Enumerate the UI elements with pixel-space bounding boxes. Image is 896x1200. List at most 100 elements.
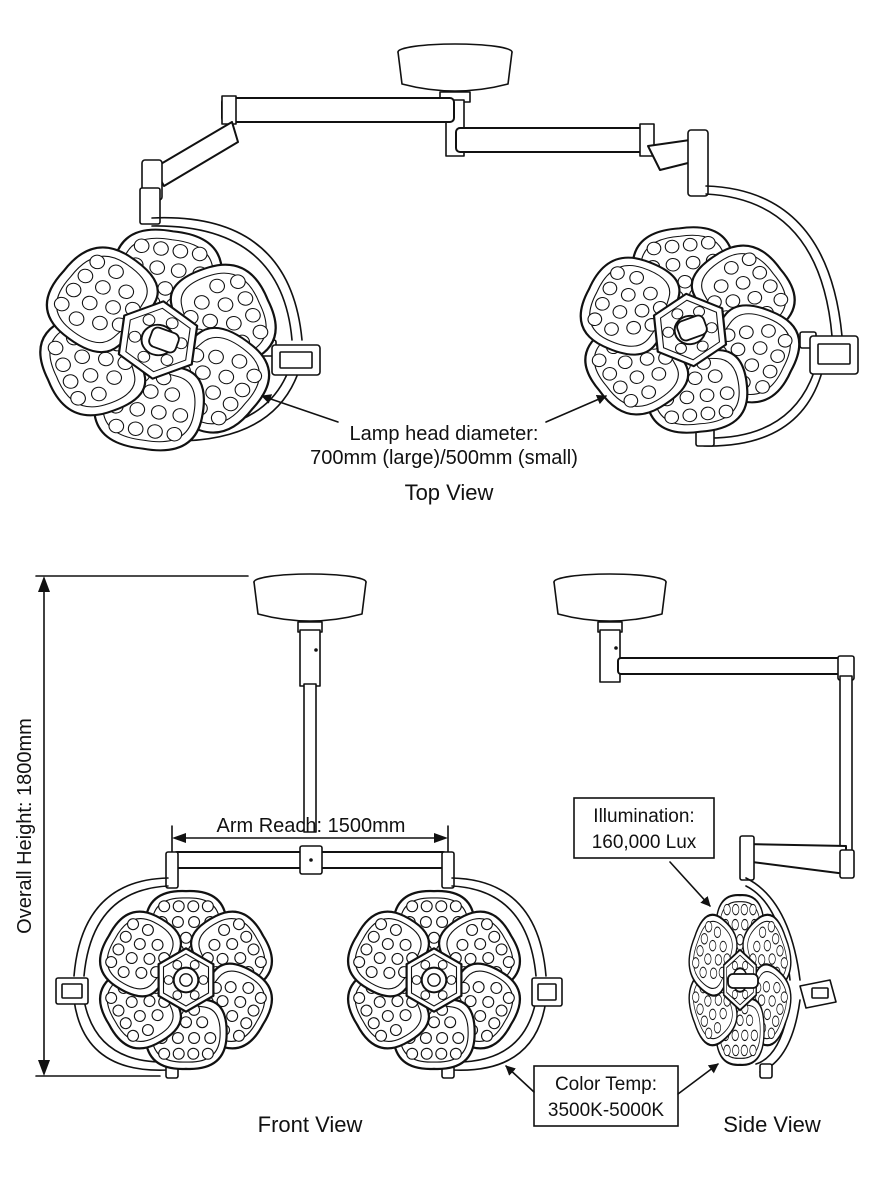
top-view: Lamp head diameter: 700mm (large)/500mm … [39,43,859,505]
color-temp-label-line1: Color Temp: [555,1074,657,1095]
led-dot [456,938,469,951]
color-temp-arrow-left [505,1065,535,1093]
led-dot [435,1047,448,1060]
led-dot [685,255,701,270]
side-ceiling-mount [553,573,667,683]
led-dot [682,408,698,423]
led-dot [127,421,144,437]
led-dot [158,900,171,913]
top-right-handle-box [799,331,859,375]
led-dot [723,1044,731,1057]
led-dot [92,315,108,331]
top-upper-arm [221,95,655,157]
led-dot [692,957,700,969]
front-view-caption: Front View [258,1112,363,1137]
led-dot [187,900,200,913]
led-dot [127,1029,140,1042]
top-ceiling-mount [397,43,513,157]
led-dot [240,930,253,943]
led-dot [217,297,234,312]
led-dot [65,282,82,298]
color-temp-arrow-right [677,1063,719,1095]
led-dot [761,324,776,338]
led-dot [772,933,780,945]
led-dot [719,1007,727,1020]
led-dot [679,390,695,405]
led-dot [488,930,501,943]
led-dot [699,388,715,403]
led-dot [602,367,618,381]
led-dot [171,916,184,929]
led-dot [705,1027,713,1040]
led-dot [444,1016,457,1029]
led-dot [210,410,227,426]
led-dot [242,981,255,994]
top-left-yoke [151,216,303,341]
led-dot [188,1031,201,1044]
illumination-arrow [669,861,711,907]
led-dot [776,1003,784,1015]
led-dot [234,382,251,398]
led-dot [118,284,135,300]
led-dot [768,953,776,965]
led-dot [474,937,487,950]
led-dot [164,387,181,402]
led-dot [222,396,239,412]
led-dot [502,956,515,969]
led-dot [480,918,493,931]
led-dot [620,288,636,302]
led-dot [651,367,667,381]
led-dot [699,966,707,979]
led-dot [752,265,768,280]
led-dot [82,368,99,383]
led-dot [62,374,79,389]
led-dot [389,923,402,936]
led-dot [360,943,373,956]
led-dot [762,980,770,993]
led-dot [77,268,94,284]
led-dot [709,1008,717,1021]
illumination-label-line2: 160,000 Lux [592,832,697,853]
led-dot [723,903,731,916]
led-dot [74,349,91,364]
led-dot [367,930,380,943]
led-dot [150,405,167,420]
led-dot [714,954,722,966]
diameter-label-line1: Lamp head diameter: [349,423,538,445]
led-dot [741,918,749,931]
led-dot [629,270,645,285]
led-dot [133,238,150,254]
led-dot [604,322,619,336]
led-dot [209,278,226,294]
led-dot [665,257,681,272]
led-dot [188,916,201,929]
led-dot [488,1017,501,1030]
led-dot [704,953,712,965]
led-dot [780,991,788,1003]
led-dot [119,1017,132,1030]
led-dot [375,918,388,931]
led-dot [472,981,485,994]
led-dot [700,235,716,250]
led-dot [482,952,495,965]
top-right-diameter-arrow [545,394,607,423]
led-dot [406,900,419,913]
led-dot [158,1047,171,1060]
arm-reach-label: Arm Reach: 1500mm [217,815,406,837]
led-dot [466,923,479,936]
led-dot [480,1029,493,1042]
led-dot [105,991,118,1004]
led-dot [53,296,70,312]
led-dot [381,1010,394,1023]
led-dot [682,237,698,252]
led-dot [353,956,366,969]
led-dot [218,923,231,936]
led-dot [247,1004,260,1017]
led-dot [95,280,111,295]
led-dot [773,292,789,307]
top-left-spring-arm [139,121,239,225]
led-dot [646,241,662,256]
led-dot [723,261,739,275]
led-dot [55,357,71,373]
